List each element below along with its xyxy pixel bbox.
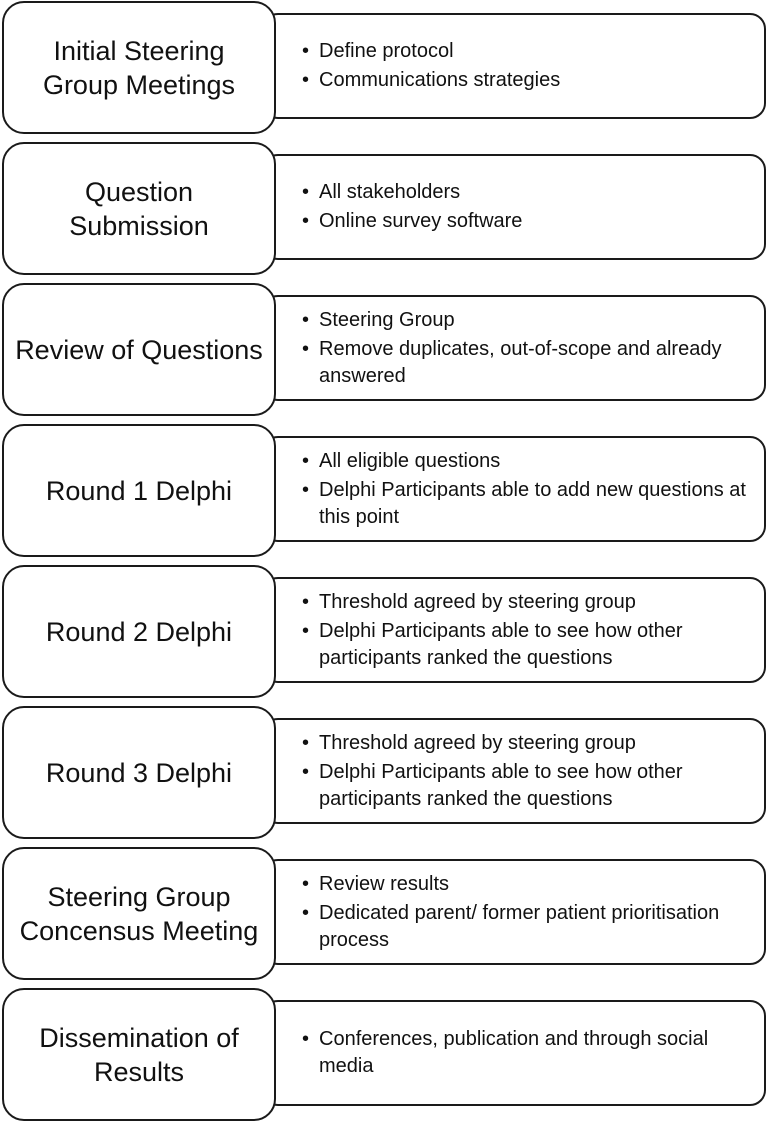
step-stage-box: Dissemination of Results xyxy=(2,988,276,1121)
step-stage-box: Steering Group Concensus Meeting xyxy=(2,847,276,980)
step-stage-box: Question Submission xyxy=(2,142,276,275)
bullet-dot-icon: • xyxy=(302,901,310,924)
step-stage-box: Initial Steering Group Meetings xyxy=(2,1,276,134)
bullet-item: • Delphi Participants able to see how oth… xyxy=(302,618,756,672)
bullet-dot-icon: • xyxy=(302,478,310,501)
bullet-dot-icon: • xyxy=(302,619,310,642)
bullet-item: • Online survey software xyxy=(302,208,756,235)
step-bullet-list: • Conferences, publication and through so… xyxy=(302,1024,756,1082)
stage-label: Review of Questions xyxy=(15,334,263,365)
step-details-box: • Define protocol • Communications strateg… xyxy=(262,13,766,119)
step-stage-box: Round 3 Delphi xyxy=(2,706,276,839)
bullet-text: All eligible questions xyxy=(319,449,501,472)
bullet-text: Threshold agreed by steering group xyxy=(319,590,636,613)
step-question-submission: • All stakeholders • Online survey softwar… xyxy=(0,141,770,277)
bullet-text: Review results xyxy=(319,872,450,895)
bullet-item: • Threshold agreed by steering group xyxy=(302,589,756,616)
bullet-text: Steering Group xyxy=(319,308,455,331)
bullet-text: Delphi Participants able to see how othe… xyxy=(319,760,683,810)
step-details-box: • Conferences, publication and through so… xyxy=(262,1000,766,1106)
bullet-text: Communications strategies xyxy=(319,69,561,91)
step-details-box: • All eligible questions • Delphi Particip… xyxy=(262,436,766,542)
step-round-3-delphi: • Threshold agreed by steering group • Del… xyxy=(0,705,770,841)
stage-label: Round 2 Delphi xyxy=(45,616,233,647)
step-bullet-list: • All eligible questions • Delphi Particip… xyxy=(302,446,756,533)
bullet-text: Dedicated parent/ former patient priorit… xyxy=(319,901,720,951)
step-round-2-delphi: • Threshold agreed by steering group • Del… xyxy=(0,564,770,700)
bullet-text: Delphi Participants able to see how othe… xyxy=(319,619,683,669)
step-bullet-list: • Steering Group • Remove duplicates, out-… xyxy=(302,305,756,392)
bullet-text: All stakeholders xyxy=(319,181,461,203)
bullet-item: • Conferences, publication and through so… xyxy=(302,1026,756,1080)
step-bullet-list: • Threshold agreed by steering group • Del… xyxy=(302,587,756,674)
stage-label: Round 3 Delphi xyxy=(45,757,233,788)
bullet-item: • Define protocol xyxy=(302,38,756,65)
bullet-item: • Communications strategies xyxy=(302,67,756,94)
bullet-item: • Review results xyxy=(302,871,756,898)
bullet-dot-icon: • xyxy=(302,40,310,62)
bullet-dot-icon: • xyxy=(302,210,310,232)
step-bullet-list: • All stakeholders • Online survey softwar… xyxy=(302,177,756,237)
bullet-text: Online survey software xyxy=(319,210,523,232)
bullet-dot-icon: • xyxy=(302,590,310,613)
bullet-text: Threshold agreed by steering group xyxy=(319,731,636,754)
bullet-dot-icon: • xyxy=(302,872,310,895)
step-bullet-list: • Threshold agreed by steering group • Del… xyxy=(302,728,756,815)
step-details-box: • Steering Group • Remove duplicates, out-… xyxy=(262,295,766,401)
bullet-item: • Dedicated parent/ former patient priori… xyxy=(302,900,756,954)
step-dissemination-of-results: • Conferences, publication and through so… xyxy=(0,987,770,1123)
step-stage-box: Round 1 Delphi xyxy=(2,424,276,557)
stage-label: Question Submission xyxy=(69,176,209,241)
bullet-dot-icon: • xyxy=(302,337,310,360)
step-details-box: • All stakeholders • Online survey softwar… xyxy=(262,154,766,260)
bullet-dot-icon: • xyxy=(302,308,310,331)
stage-label: Round 1 Delphi xyxy=(45,475,233,506)
bullet-item: • Steering Group xyxy=(302,307,756,334)
bullet-text: Delphi Participants able to add new ques… xyxy=(319,478,746,528)
bullet-text: Define protocol xyxy=(319,40,454,62)
bullet-item: • All stakeholders xyxy=(302,179,756,206)
step-review-of-questions: • Steering Group • Remove duplicates, out-… xyxy=(0,282,770,418)
step-details-box: • Threshold agreed by steering group • Del… xyxy=(262,718,766,824)
stage-label: Initial Steering Group Meetings xyxy=(42,35,236,100)
step-details-box: • Review results • Dedicated parent/ forme… xyxy=(262,859,766,965)
bullet-dot-icon: • xyxy=(302,69,310,91)
bullet-dot-icon: • xyxy=(302,731,310,754)
bullet-dot-icon: • xyxy=(302,760,310,783)
bullet-item: • All eligible questions xyxy=(302,448,756,475)
stage-label: Steering Group Concensus Meeting xyxy=(19,881,259,946)
step-steering-group-concensus-meeting: • Review results • Dedicated parent/ forme… xyxy=(0,846,770,982)
bullet-item: • Delphi Participants able to add new que… xyxy=(302,477,756,531)
step-bullet-list: • Define protocol • Communications strateg… xyxy=(302,36,756,96)
bullet-text: Remove duplicates, out-of-scope and alre… xyxy=(319,337,722,387)
step-bullet-list: • Review results • Dedicated parent/ forme… xyxy=(302,869,756,956)
bullet-dot-icon: • xyxy=(302,1028,310,1050)
bullet-dot-icon: • xyxy=(302,181,310,203)
bullet-item: • Delphi Participants able to see how oth… xyxy=(302,759,756,813)
bullet-item: • Remove duplicates, out-of-scope and alr… xyxy=(302,336,756,390)
bullet-item: • Threshold agreed by steering group xyxy=(302,730,756,757)
step-round-1-delphi: • All eligible questions • Delphi Particip… xyxy=(0,423,770,559)
step-stage-box: Review of Questions xyxy=(2,283,276,416)
step-stage-box: Round 2 Delphi xyxy=(2,565,276,698)
step-initial-steering-group-meetings: • Define protocol • Communications strateg… xyxy=(0,0,770,136)
step-details-box: • Threshold agreed by steering group • Del… xyxy=(262,577,766,683)
bullet-text: Conferences, publication and through soc… xyxy=(319,1028,709,1077)
bullet-dot-icon: • xyxy=(302,449,310,472)
stage-label: Dissemination of Results xyxy=(39,1022,239,1087)
